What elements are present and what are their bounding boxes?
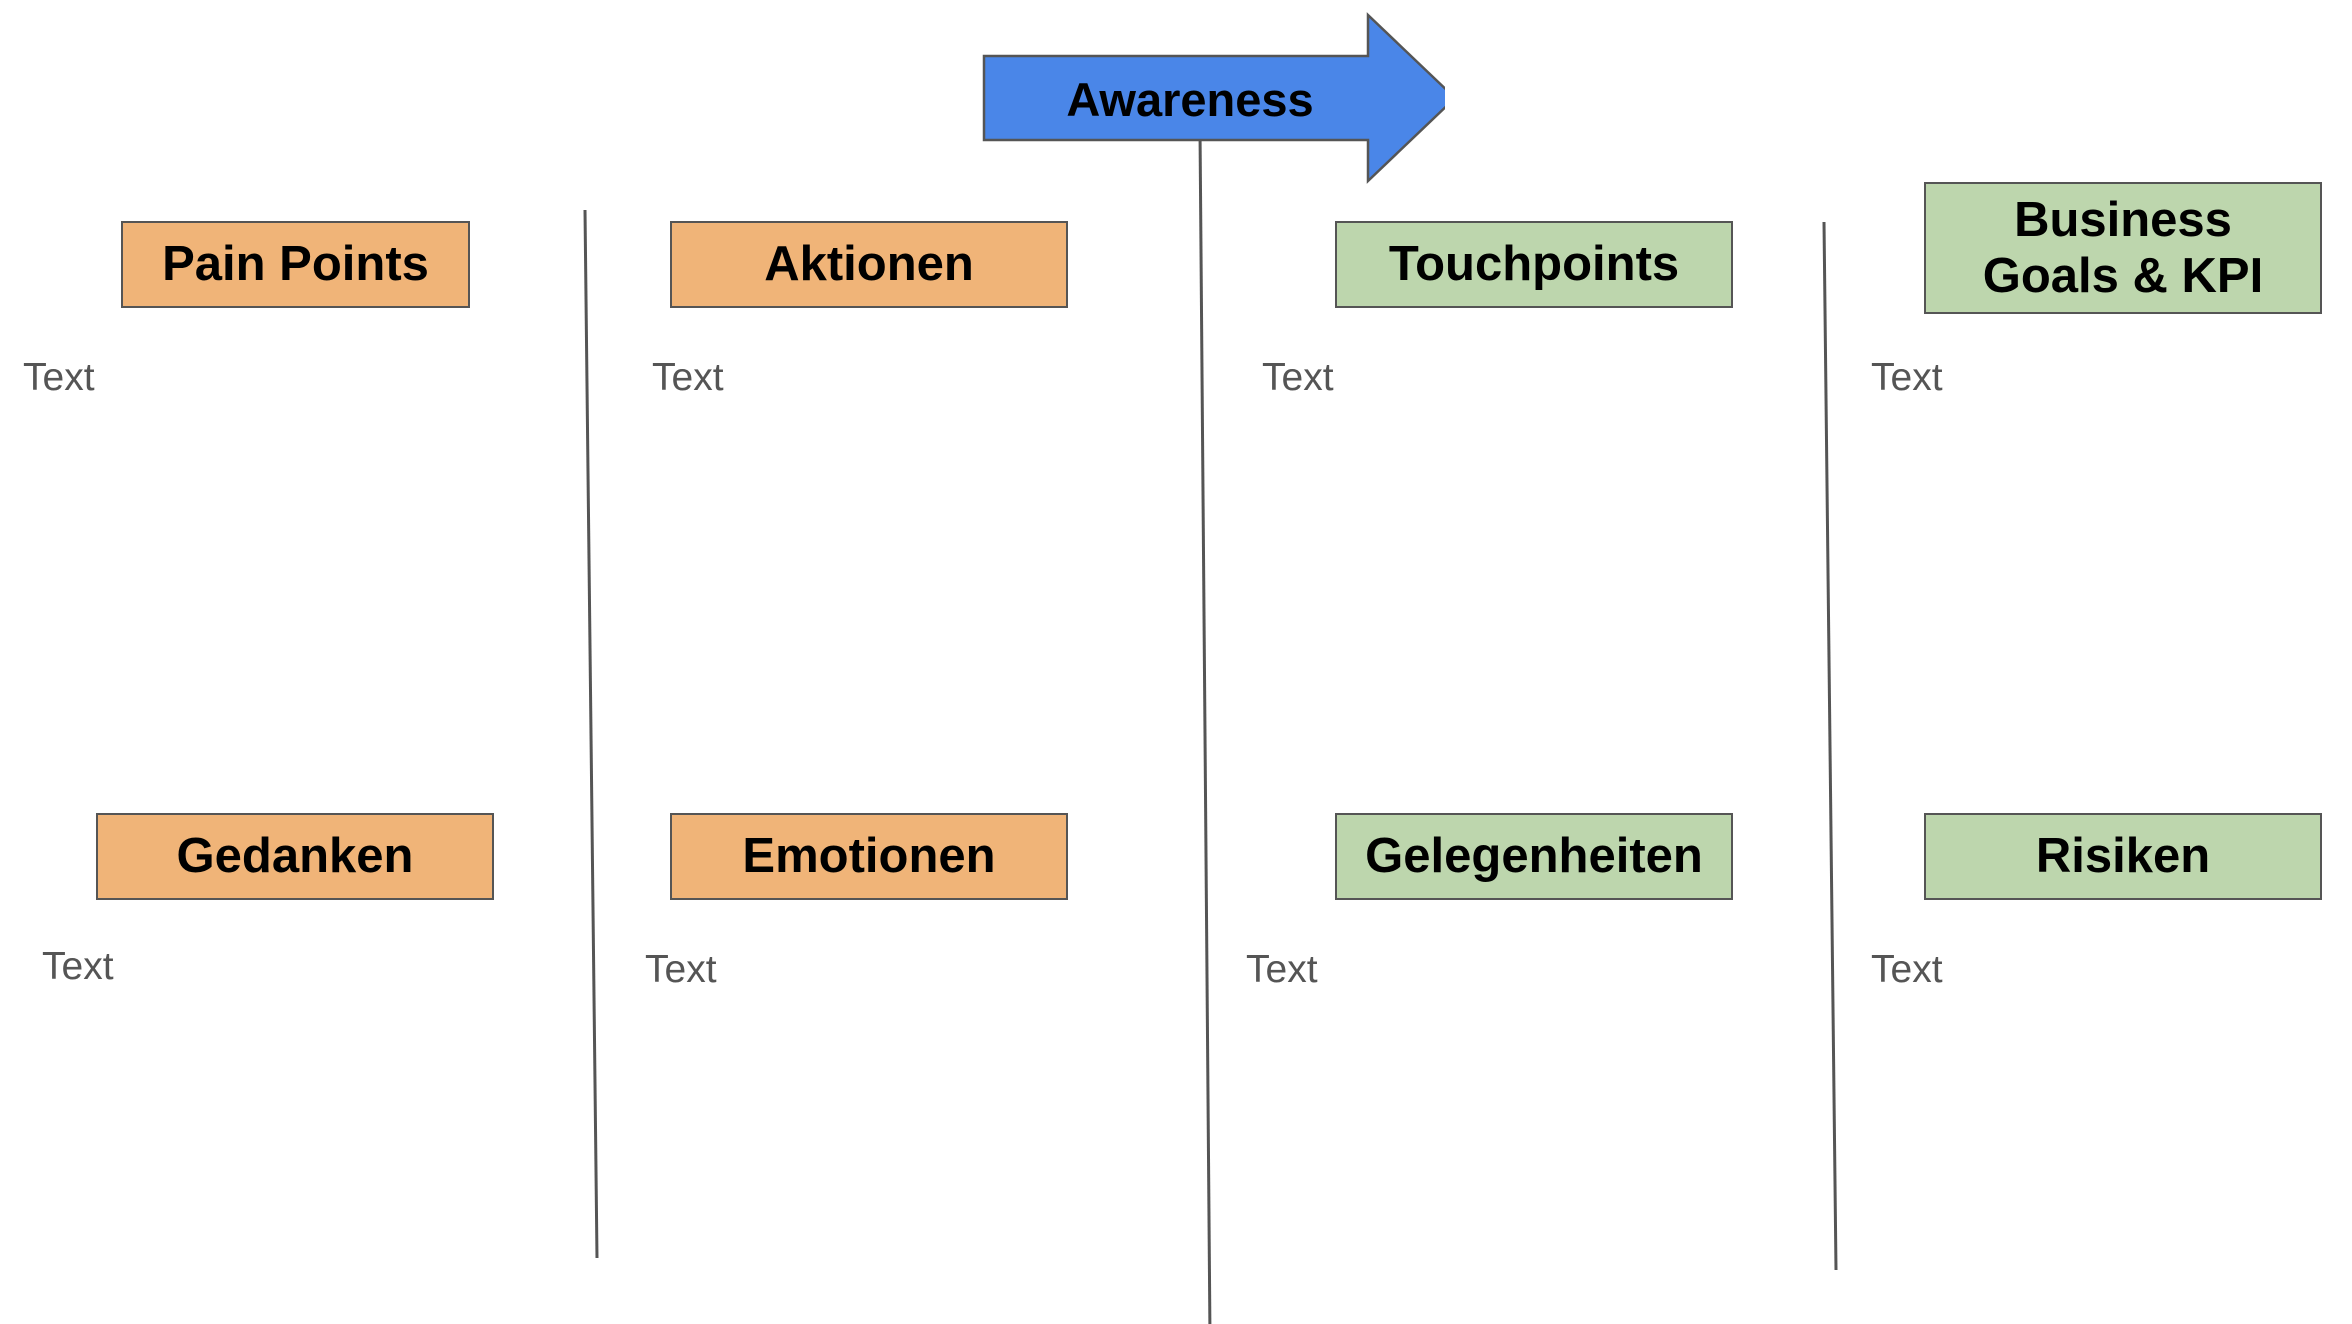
stage-arrow [982, 12, 1445, 184]
divider-line-2 [1198, 129, 1212, 1324]
risiken-header: Risiken [1924, 813, 2322, 900]
risiken-title: Risiken [2035, 829, 2211, 884]
pain-points-header: Pain Points [121, 221, 470, 308]
emotionen-title: Emotionen [742, 829, 996, 884]
risiken-text: Text [1871, 948, 1943, 991]
aktionen-text: Text [652, 356, 724, 399]
pain-points-title: Pain Points [162, 237, 429, 292]
stage-label: Awareness [1066, 72, 1314, 126]
aktionen-title: Aktionen [764, 237, 974, 292]
business-goals-title-line1: Business [2014, 192, 2232, 247]
gelegenheiten-title: Gelegenheiten [1365, 829, 1703, 884]
touchpoints-text: Text [1262, 356, 1334, 399]
gedanken-text: Text [42, 945, 114, 988]
emotionen-text: Text [645, 948, 717, 991]
divider-line-1 [583, 209, 599, 1259]
emotionen-header: Emotionen [670, 813, 1068, 900]
gelegenheiten-header: Gelegenheiten [1335, 813, 1733, 900]
stage-arrow-shape [982, 12, 1445, 184]
divider-line-3 [1822, 221, 1838, 1271]
touchpoints-title: Touchpoints [1388, 237, 1680, 292]
aktionen-header: Aktionen [670, 221, 1068, 308]
touchpoints-header: Touchpoints [1335, 221, 1733, 308]
pain-points-text: Text [23, 356, 95, 399]
gelegenheiten-text: Text [1246, 948, 1318, 991]
gedanken-header: Gedanken [96, 813, 494, 900]
gedanken-title: Gedanken [176, 829, 414, 884]
business-goals-header: Business Goals & KPI [1924, 182, 2322, 314]
business-goals-text: Text [1871, 356, 1943, 399]
business-goals-title-line2: Goals & KPI [1982, 249, 2264, 303]
